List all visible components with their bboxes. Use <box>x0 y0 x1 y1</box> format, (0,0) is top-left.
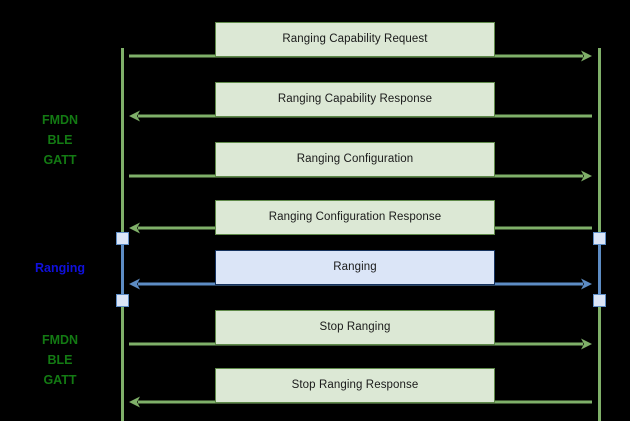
ranging-activation-right-bar <box>598 238 601 300</box>
protocol-phase-label-1: FMDN BLE GATT <box>41 113 79 167</box>
message-box-4[interactable]: Ranging Configuration Response <box>215 200 495 235</box>
ranging-activation-right-start-marker <box>592 231 606 245</box>
message-label: Ranging Capability Response <box>277 92 433 105</box>
ranging-activation-left-end-marker <box>115 293 129 307</box>
message-label: Stop Ranging Response <box>291 378 419 391</box>
message-box-7[interactable]: Stop Ranging Response <box>215 368 495 403</box>
protocol-phase-label-2: Ranging <box>35 261 85 275</box>
message-box-3[interactable]: Ranging Configuration <box>215 142 495 177</box>
protocol-phase-label-3: FMDN BLE GATT <box>41 333 79 387</box>
message-box-5[interactable]: Ranging <box>215 250 495 285</box>
message-label: Stop Ranging <box>319 320 391 333</box>
message-label: Ranging Configuration Response <box>268 210 442 223</box>
message-box-1[interactable]: Ranging Capability Request <box>215 22 495 57</box>
message-label: Ranging Configuration <box>296 152 414 165</box>
message-box-2[interactable]: Ranging Capability Response <box>215 82 495 117</box>
message-label: Ranging <box>333 260 377 273</box>
message-label: Ranging Capability Request <box>282 32 428 45</box>
ranging-activation-left-bar <box>121 238 124 300</box>
message-box-6[interactable]: Stop Ranging <box>215 310 495 345</box>
ranging-activation-right-end-marker <box>592 293 606 307</box>
ranging-activation-left-start-marker <box>115 231 129 245</box>
